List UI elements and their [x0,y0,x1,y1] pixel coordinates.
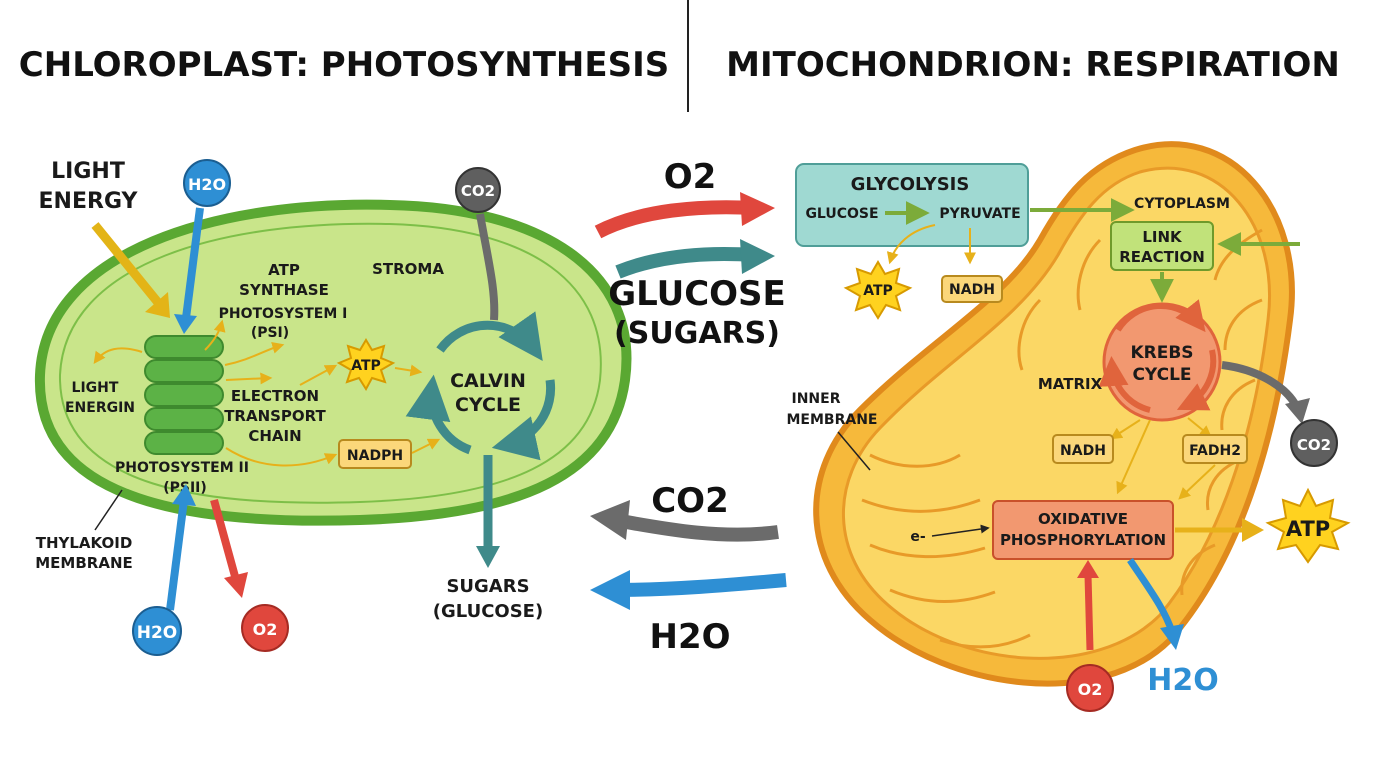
light-energin-line2: ENERGIN [65,400,135,416]
mito-o2-icon [1066,664,1114,712]
mito-atp-burst [1265,487,1351,564]
etc-line3: CHAIN [248,427,301,445]
co2-top-arrow [476,213,499,321]
inner-membrane-line2: MEMBRANE [787,412,878,428]
h2o-exchange-arrow [614,573,787,597]
glycolysis-pyruvate: PYRUVATE [939,206,1020,222]
thylakoid-line1: THYLAKOID [36,534,133,552]
light-energin-line1: LIGHT [72,380,119,396]
calvin-cycle [405,311,556,461]
mito-o2-arrow [1084,574,1094,651]
glucose-exchange-line2: (SUGARS) [614,316,780,351]
oxphos-line2: PHOSPHORYLATION [1000,531,1166,549]
o2-bottom-label: O2 [253,620,278,639]
thylakoid-stack [144,335,224,455]
link-line2: REACTION [1119,248,1205,266]
thylakoid-line2: MEMBRANE [35,554,133,572]
matrix-label: MATRIX [1038,375,1103,393]
nadph-box [338,439,412,469]
nadph-label: NADPH [347,448,403,464]
h2o-bottom-label: H2O [137,623,178,643]
light-energy-arrowhead [145,292,170,318]
h2o-exchange-label: H2O [649,617,730,657]
psii-line1: PHOTOSYSTEM II [115,460,249,476]
h2o-top-icon [183,159,231,207]
co2-exchange-arrow [613,513,779,542]
co2-exchange-label: CO2 [651,481,729,521]
light-energy-line2: ENERGY [39,189,139,214]
co2-top-label: CO2 [461,182,495,200]
mito-o2-label: O2 [1078,680,1103,699]
etc-line1: ELECTRON [231,387,319,405]
light-energy-line1: LIGHT [51,159,125,184]
etc-line2: TRANSPORT [224,407,326,425]
krebs-fadh2-box [1182,434,1248,464]
glycolysis-title: GLYCOLYSIS [851,174,970,195]
light-to-thylakoid-arrow [93,347,143,364]
sugars-line2: (GLUCOSE) [433,601,543,622]
o2-bottom-icon [241,604,289,652]
krebs-fadh2-label: FADH2 [1189,443,1241,459]
co2-top-icon [455,167,501,213]
oxphos-box [992,500,1174,560]
h2o-bottom-icon [132,606,182,656]
o2-exchange-label: O2 [664,157,717,197]
glucose-exchange-arrow [615,247,756,279]
sugars-line1: SUGARS [446,576,529,597]
glycolysis-nadh-box [941,275,1003,303]
chloroplast-atp-label: ATP [351,358,381,374]
chloroplast-atp-burst [336,338,396,391]
o2-exchange-arrow [594,200,756,239]
inner-membrane-line1: INNER [792,391,841,407]
psi-line2: (PSI) [251,325,289,341]
calvin-line2: CYCLE [455,394,521,416]
mito-h2o-label: H2O [1147,663,1218,698]
h2o-bottom-arrow [166,499,188,611]
light-energy-arrow [91,222,164,308]
calvin-line1: CALVIN [450,370,526,392]
glycolysis-nadh-label: NADH [949,282,995,298]
krebs-nadh-label: NADH [1060,443,1106,459]
mito-co2-label: CO2 [1297,436,1331,454]
mito-h2o-arrow [1127,558,1176,634]
krebs-line2: CYCLE [1132,365,1191,385]
chloroplast-inner-membrane [58,222,602,504]
o2-bottom-arrow [210,498,240,582]
mito-co2-icon [1290,419,1338,467]
krebs-nadh-box [1052,434,1114,464]
glycolysis-atp-burst [843,260,913,320]
atp-synthase-line2: SYNTHASE [239,281,329,299]
mito-atp-label: ATP [1286,517,1330,541]
atp-synthase-line1: ATP [268,261,300,279]
glycolysis-atp-label: ATP [863,283,893,299]
title-mitochondrion: MITOCHONDRION: RESPIRATION [726,45,1340,85]
glycolysis-glucose: GLUCOSE [805,206,878,222]
stroma-label: STROMA [372,260,444,278]
link-reaction-box [1110,221,1214,271]
h2o-top-arrow [182,207,204,319]
krebs-line1: KREBS [1130,343,1193,363]
h2o-top-label: H2O [188,175,226,194]
electron-arrow [931,524,990,537]
title-chloroplast: CHLOROPLAST: PHOTOSYNTHESIS [19,45,669,85]
link-line1: LINK [1142,228,1183,246]
glucose-exchange-line1: GLUCOSE [608,274,786,314]
psi-line1: PHOTOSYSTEM I [219,306,348,322]
oxphos-line1: OXIDATIVE [1038,510,1128,528]
cytoplasm-label: CYTOPLASM [1134,196,1230,212]
electron-label: e- [910,529,925,545]
